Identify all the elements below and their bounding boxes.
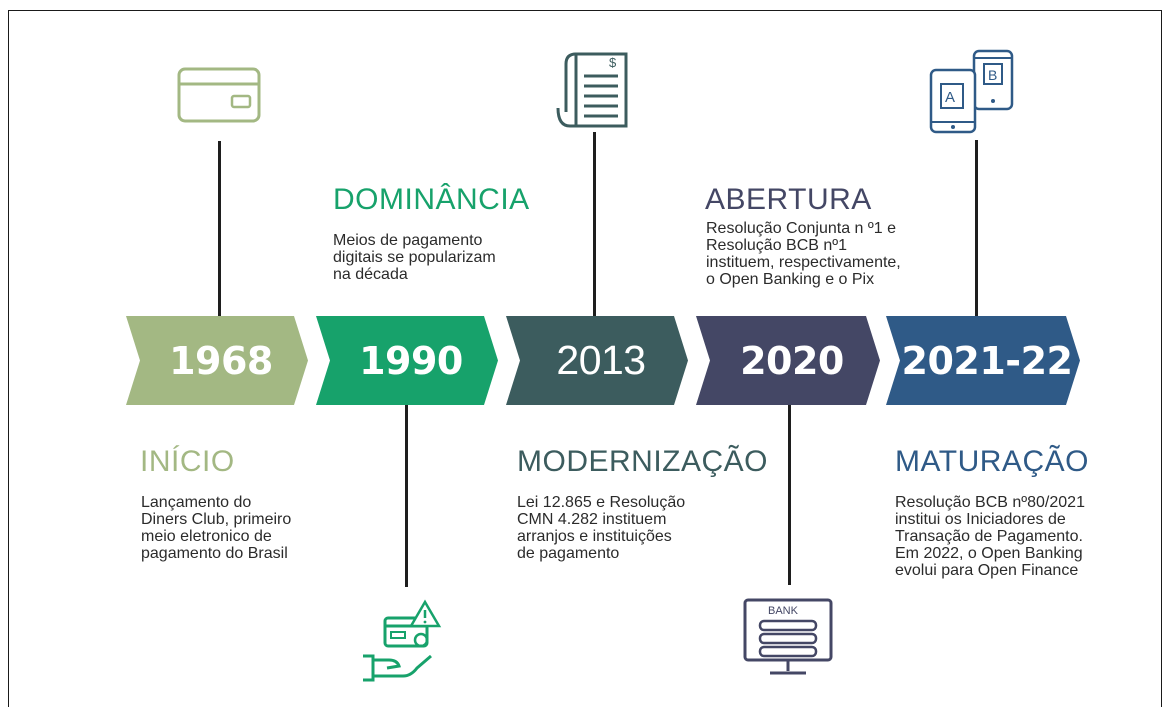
connector-1990 [405, 404, 408, 587]
heading-abertura: ABERTURA [705, 183, 872, 216]
credit-card-icon [177, 67, 261, 123]
year-band-2021-22: 2021-22 [886, 316, 1080, 405]
desc-2020: Resolução Conjunta n º1 e Resolução BCB … [706, 220, 901, 288]
year-label-1990: 1990 [359, 338, 463, 383]
device-a-label: A [945, 89, 955, 106]
connector-1968 [218, 141, 221, 317]
year-band-1968: 1968 [126, 316, 308, 405]
year-band-2013: 2013 [506, 316, 688, 405]
year-band-1990: 1990 [316, 316, 498, 405]
heading-modernizacao: MODERNIZAÇÃO [517, 445, 769, 478]
device-b-label: B [988, 67, 997, 83]
desc-2021-22: Resolução BCB nº80/2021 institui os Inic… [895, 494, 1085, 579]
year-band-2020: 2020 [696, 316, 880, 405]
bank-label-text: BANK [768, 605, 799, 617]
heading-dominancia: DOMINÂNCIA [333, 183, 530, 216]
desc-1990: Meios de pagamento digitais se populariz… [333, 232, 496, 283]
hand-card-alert-icon [363, 599, 442, 682]
devices-a-b-icon: B A [929, 49, 1014, 134]
year-label-2020: 2020 [740, 338, 844, 383]
year-label-2021-22: 2021-22 [901, 338, 1073, 383]
year-label-1968: 1968 [169, 338, 273, 383]
document-dollar-icon: $ [556, 52, 628, 128]
year-label-2013: 2013 [556, 337, 646, 383]
heading-inicio: INÍCIO [140, 445, 235, 478]
diagram-frame [8, 10, 1162, 707]
connector-2021 [975, 140, 978, 317]
bank-monitor-icon: BANK [743, 598, 833, 675]
heading-maturacao: MATURAÇÃO [895, 445, 1089, 478]
desc-2013: Lei 12.865 e Resolução CMN 4.282 institu… [517, 494, 686, 562]
desc-1968: Lançamento do Diners Club, primeiro meio… [141, 494, 292, 562]
connector-2013 [593, 132, 596, 317]
dollar-sign-text: $ [609, 55, 617, 70]
connector-2020 [788, 404, 791, 585]
